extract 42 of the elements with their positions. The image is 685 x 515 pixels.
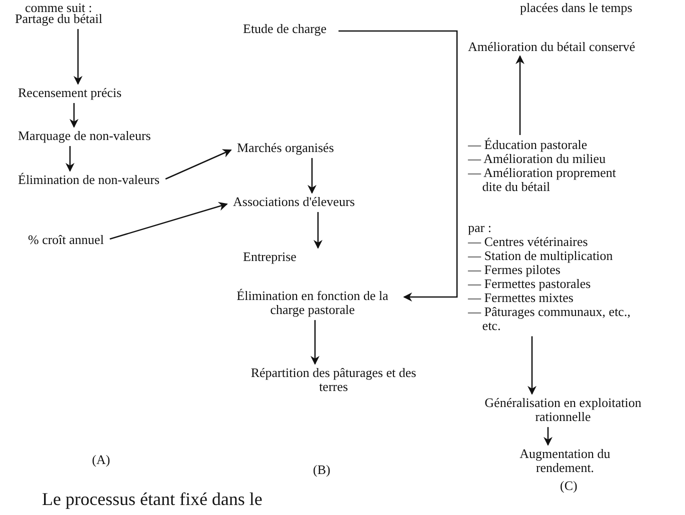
step-text: Augmentation du rendement. [495,447,635,476]
step-text: Élimination de non-valeurs [18,173,160,188]
arrow [314,212,322,249]
arrow [308,158,316,194]
step-text: Etude de charge [243,22,326,36]
arrow [165,149,232,180]
list-item: — Fermettes mixtes [468,291,574,306]
panel-letter: (A) [92,452,110,468]
arrow [70,103,78,128]
step-text: Associations d'éleveurs [233,195,355,210]
arrow [310,320,320,365]
step-text: Élimination en fonction de la charge pastorale [225,289,400,318]
step-text: Entreprise [243,250,296,264]
list-item: par : [468,221,492,236]
list-item: — Station de multiplication [468,249,614,264]
arrow [544,427,552,446]
step-text: Recensement précis [18,86,122,100]
step-text: Partage du bétail [15,12,102,26]
arrow [74,29,82,85]
step-text: Amélioration du bétail conservé [468,40,636,54]
list-item: — Fermettes pastorales [468,277,592,292]
arrow [338,30,458,302]
step-text: Marchés organisés [237,141,334,156]
arrow [516,55,524,135]
panel-letter: (B) [313,462,330,478]
list-item: — Amélioration du milieu [468,152,607,166]
list-item: — Pâturages communaux, etc., etc. [468,305,632,334]
step-text: % croît annuel [28,233,104,248]
list-item: — Fermes pilotes [468,263,560,278]
step-text: Généralisation en exploitation rationnelle [478,396,648,424]
running-text: comme suit : [25,0,92,15]
list-item: — Centres vétérinaires [468,235,589,250]
running-text: placées dans le temps [520,0,632,16]
step-text: Répartition des pâturages et des terres [246,366,421,394]
arrow [528,336,536,395]
running-text: Le processus étant fixé dans le [42,489,262,510]
arrow [66,146,74,172]
panel-letter: (C) [560,478,578,494]
list-item: — Éducation pastorale [468,138,588,152]
arrow [110,202,228,240]
step-text: Marquage de non-valeurs [18,129,151,144]
list-item: — Amélioration proprement dite du bétail [468,166,618,194]
